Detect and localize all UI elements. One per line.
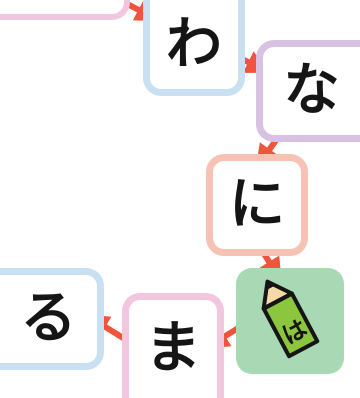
tile-ma-glyph: ま [145,316,201,381]
tile-current-glyph: は [277,313,312,350]
pencil-icon [261,279,320,359]
tile-ru-glyph: る [20,286,77,351]
tile-previous[interactable] [0,0,130,20]
tile-wa-glyph: わ [166,11,222,77]
tile-na[interactable]: な [256,40,360,142]
tile-ni-glyph: に [229,172,285,237]
tile-ni[interactable]: に [206,154,308,256]
tile-ma[interactable]: ま [122,293,224,398]
tile-na-glyph: な [283,58,340,123]
tile-wa[interactable]: わ [143,0,245,96]
tile-current-ha[interactable]: は [236,268,344,374]
tile-ru[interactable]: る [0,268,104,370]
